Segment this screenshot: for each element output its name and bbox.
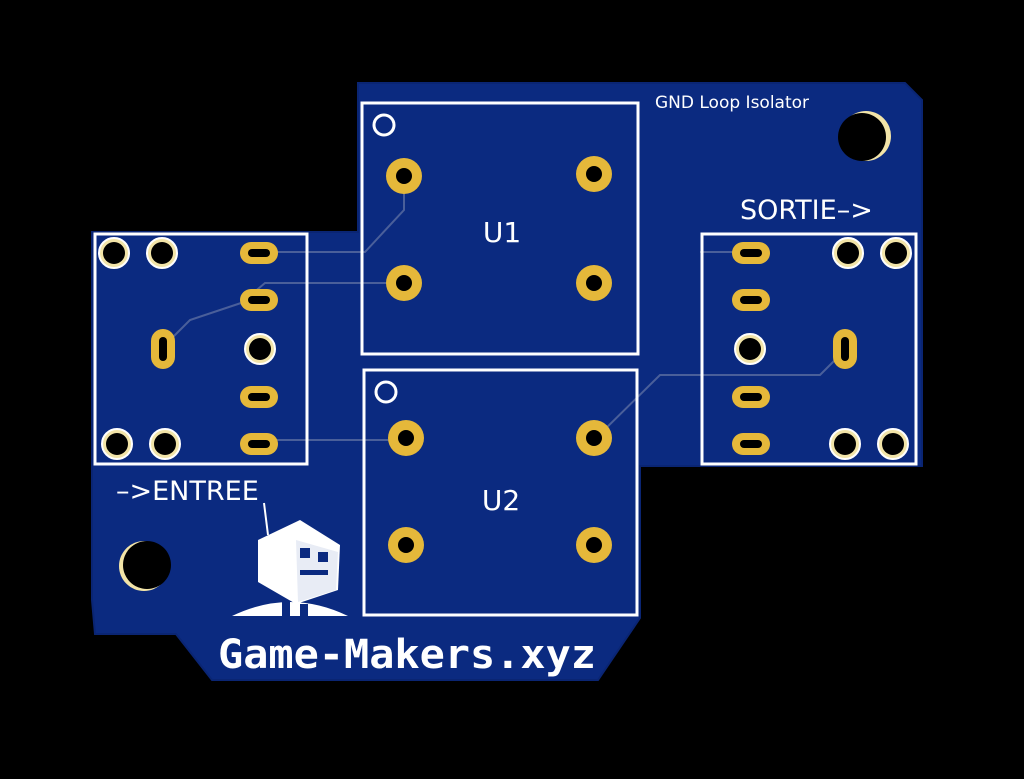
robot-mascot-icon bbox=[232, 502, 348, 616]
output-label: SORTIE–> bbox=[740, 195, 873, 226]
u1-label: U1 bbox=[483, 216, 521, 249]
pcb-substrate bbox=[91, 82, 923, 681]
u2-footprint: U2 bbox=[362, 368, 639, 617]
output-jack-footprint bbox=[700, 232, 918, 466]
mounting-hole-icon bbox=[119, 111, 891, 591]
board-title: GND Loop Isolator bbox=[655, 93, 809, 113]
brand-text: Game-Makers.xyz bbox=[218, 632, 596, 678]
u1-footprint: U1 bbox=[360, 101, 640, 356]
input-jack-footprint bbox=[93, 232, 309, 466]
input-label: –>ENTREE bbox=[116, 476, 259, 507]
u2-label: U2 bbox=[482, 484, 520, 517]
